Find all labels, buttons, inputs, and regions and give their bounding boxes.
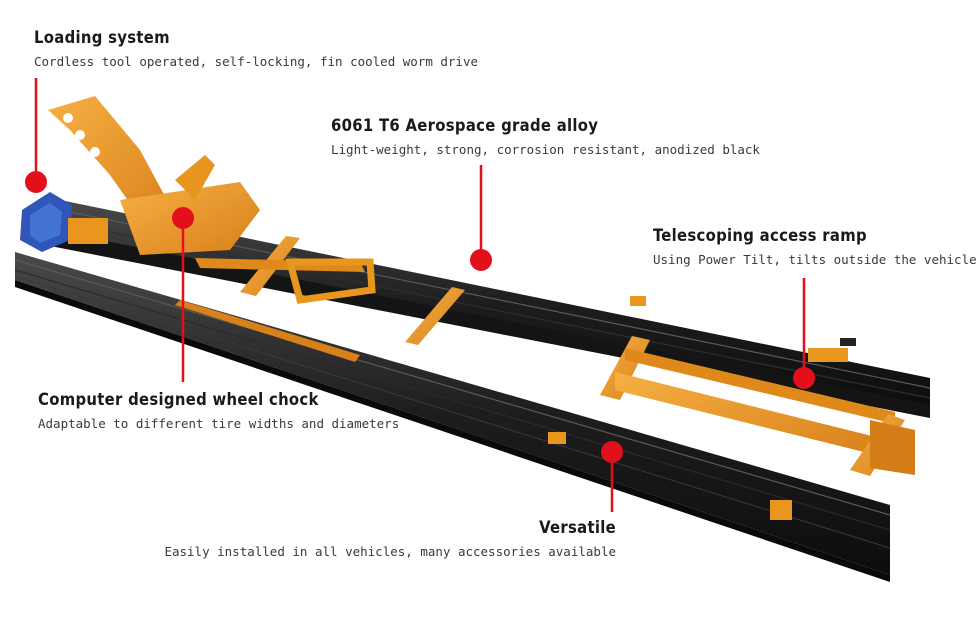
callout-alloy: 6061 T6 Aerospace grade alloy Light-weig…	[331, 116, 760, 158]
front-rail	[14, 252, 891, 582]
callout-description: Light-weight, strong, corrosion resistan…	[331, 142, 760, 157]
callout-loading-system: Loading system Cordless tool operated, s…	[34, 28, 478, 70]
marker-ramp	[793, 367, 815, 389]
callout-description: Using Power Tilt, tilts outside the vehi…	[653, 252, 976, 267]
callout-title: Computer designed wheel chock	[38, 390, 319, 409]
callout-title: Versatile	[539, 518, 616, 537]
marker-loading	[25, 171, 47, 193]
callout-description: Easily installed in all vehicles, many a…	[164, 544, 616, 559]
ramp-frame	[600, 336, 915, 476]
callout-description: Adaptable to different tire widths and d…	[38, 416, 400, 431]
callout-description: Cordless tool operated, self-locking, fi…	[34, 54, 479, 69]
callout-title: Loading system	[34, 28, 170, 47]
callout-markers	[25, 171, 815, 463]
worm-drive	[20, 192, 108, 252]
callout-title: 6061 T6 Aerospace grade alloy	[331, 116, 599, 135]
marker-versatile	[601, 441, 623, 463]
callout-telescoping-ramp: Telescoping access ramp Using Power Tilt…	[653, 226, 976, 268]
callout-versatile: Versatile Easily installed in all vehicl…	[164, 518, 616, 560]
marker-alloy	[470, 249, 492, 271]
brackets	[548, 296, 856, 520]
callout-title: Telescoping access ramp	[653, 226, 867, 245]
marker-chock	[172, 207, 194, 229]
callout-wheel-chock: Computer designed wheel chock Adaptable …	[38, 390, 399, 432]
